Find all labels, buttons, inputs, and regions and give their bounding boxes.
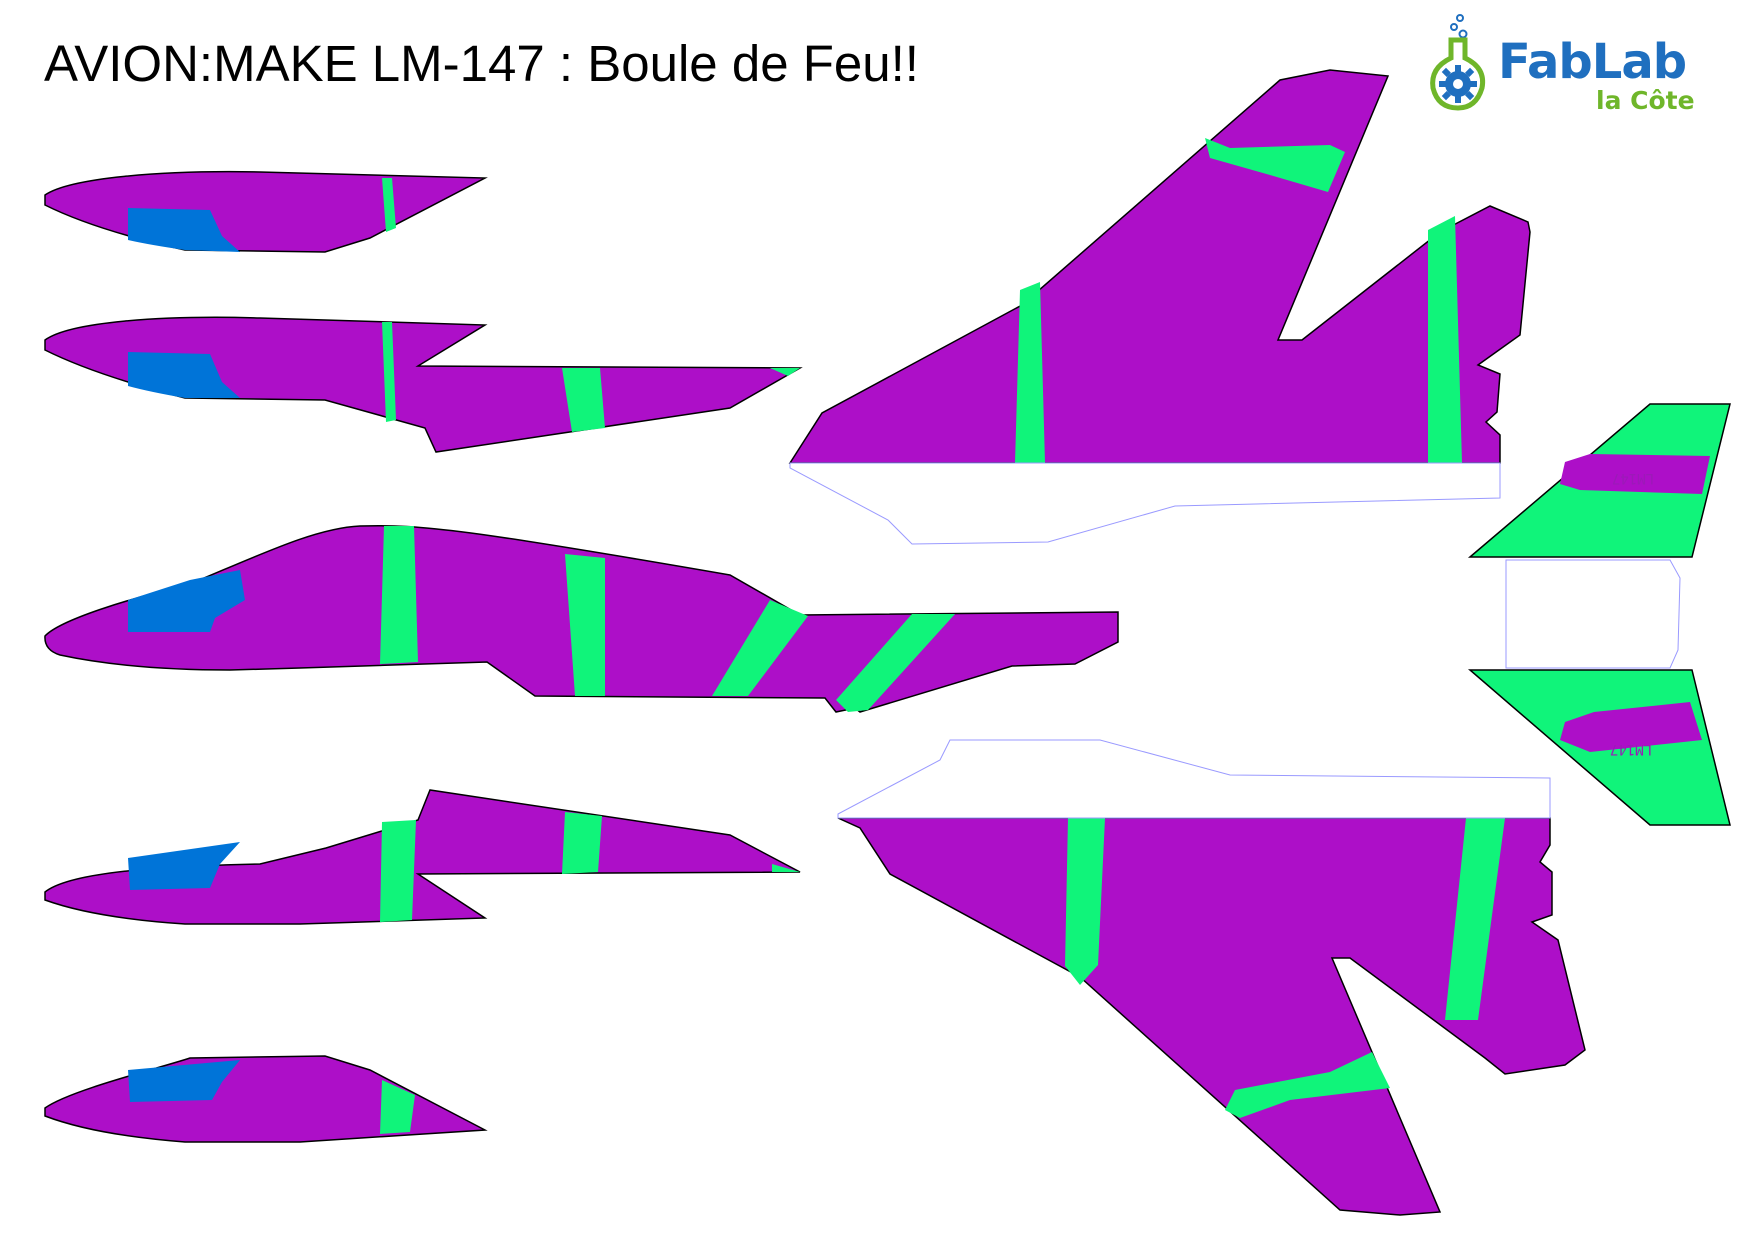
nose-piece-bottom [44, 1055, 488, 1143]
wing-lower [837, 739, 1586, 1216]
nose-piece-1 [44, 170, 486, 253]
stabilizer-stamp-lower: LM147 [1610, 741, 1652, 757]
gear-flask-icon [1430, 14, 1486, 111]
fablab-logo: FabLab la Côte [1418, 12, 1698, 122]
fuselage-half-upper [44, 316, 803, 453]
logo-subtitle: la Côte [1596, 86, 1695, 115]
stabilizer-fold-tab [1505, 559, 1681, 669]
stabilizer-lower: LM147 [1467, 669, 1731, 826]
logo-wordmark: FabLab [1498, 34, 1687, 90]
stabilizer-upper: LM147 [1467, 403, 1731, 558]
fuselage-profile [44, 524, 1119, 713]
stabilizer-stamp-upper: LM147 [1612, 470, 1654, 486]
page-title: AVION:MAKE LM-147 : Boule de Feu!! [44, 35, 919, 92]
wing-upper [788, 69, 1531, 545]
fuselage-half-lower [44, 789, 801, 925]
